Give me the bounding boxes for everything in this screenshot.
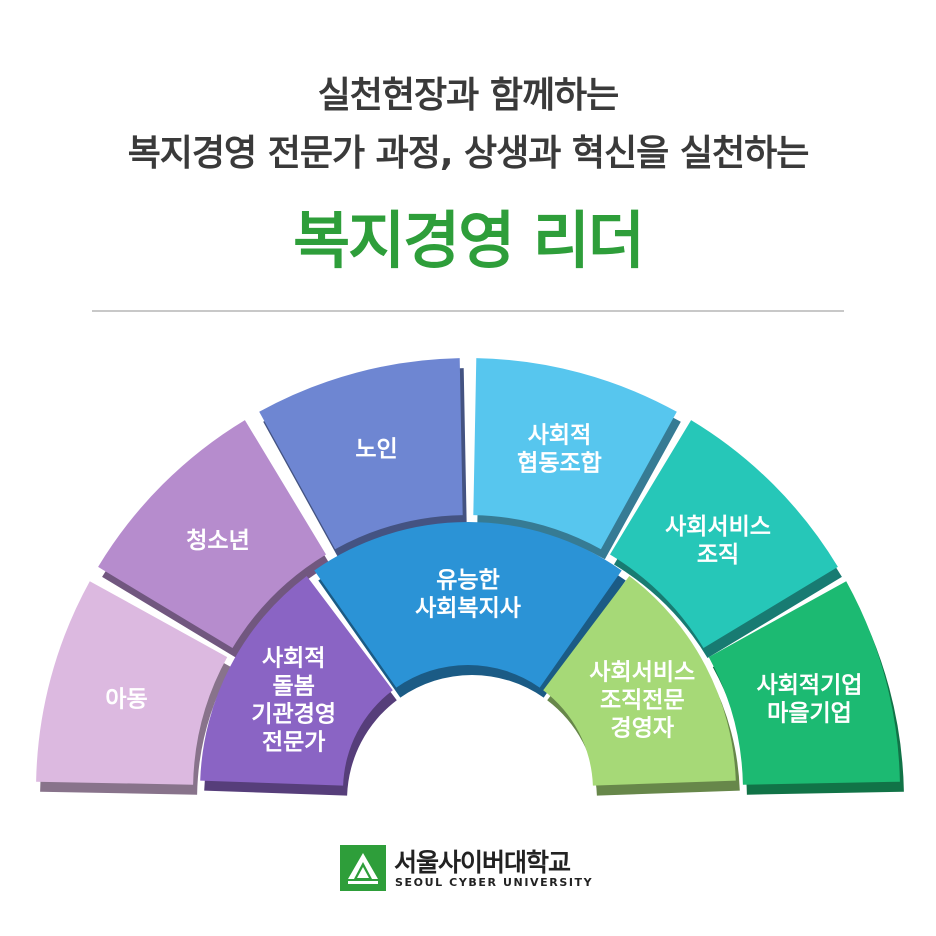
university-name-english: SEOUL CYBER UNIVERSITY	[395, 876, 594, 889]
inner-segment-right-label: 경영자	[611, 715, 674, 741]
outer-segment-6-face	[708, 581, 900, 785]
outer-segment-1-face	[36, 581, 228, 785]
inner-segment-center-face	[314, 522, 622, 688]
outer-segment-4-label: 사회적	[528, 423, 591, 449]
headline-line-2: 복지경영 전문가 과정, 상생과 혁신을 실천하는	[127, 133, 810, 174]
outer-segment-3: 노인	[259, 358, 467, 560]
inner-segment-left-label: 사회적	[262, 645, 325, 671]
university-emblem-icon	[340, 845, 386, 891]
outer-segment-4-face	[473, 358, 677, 550]
outer-segment-6-label: 사회적기업	[757, 673, 863, 699]
outer-segment-5-label: 조직	[697, 542, 739, 568]
outer-segment-2-label: 청소년	[186, 528, 249, 554]
inner-segment-left-label: 기관경영	[251, 701, 336, 727]
outer-segment-1-label: 아동	[105, 687, 147, 713]
inner-segment-left-label: 돌봄	[273, 673, 315, 699]
inner-segment-right-label: 사회서비스	[589, 659, 695, 685]
outer-segment-3-label: 노인	[355, 437, 397, 463]
university-logo: 서울사이버대학교 SEOUL CYBER UNIVERSITY	[338, 843, 598, 895]
outer-segment-4-label: 협동조합	[517, 451, 602, 477]
outer-segment-2: 청소년	[98, 420, 330, 658]
university-name: 서울사이버대학교	[394, 848, 571, 877]
outer-segment-3-face	[259, 358, 463, 550]
outer-segment-1: 아동	[36, 581, 232, 795]
inner-segment-left-face	[200, 576, 393, 786]
inner-segment-center-label: 사회복지사	[415, 596, 521, 622]
outer-segment-5-label: 사회서비스	[665, 514, 771, 540]
outer-segment-5-face	[610, 420, 838, 648]
inner-segment-right-face	[543, 576, 736, 786]
outer-segment-6-label: 마을기업	[767, 701, 852, 727]
inner-segment-center-label: 유능한	[436, 568, 499, 594]
inner-segment-left-label: 전문가	[262, 729, 325, 755]
inner-segment-right-label: 조직전문	[600, 687, 685, 713]
outer-segment-2-face	[98, 420, 326, 648]
headline-main: 복지경영 리더	[293, 204, 645, 277]
title-divider	[92, 310, 844, 312]
headline-line-1: 실천현장과 함께하는	[317, 75, 620, 116]
